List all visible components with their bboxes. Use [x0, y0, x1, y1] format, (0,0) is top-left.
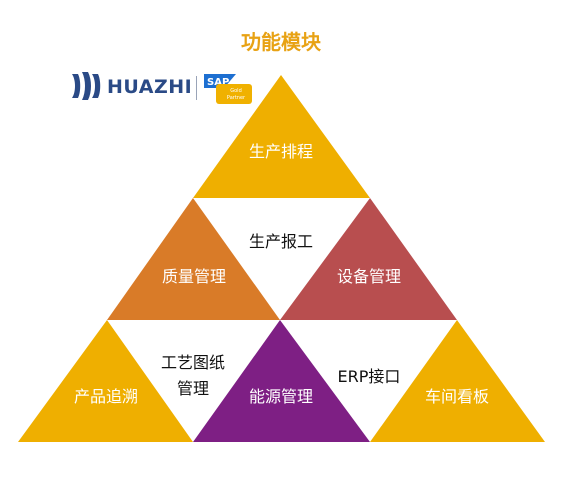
- module-bot-right-label: 车间看板: [424, 387, 489, 406]
- triangle-bot-right: [370, 320, 545, 442]
- module-bot-center-left-label-1: 工艺图纸: [160, 353, 225, 372]
- sap-gold-partner-badge: SAP Gold Partner: [204, 74, 252, 104]
- triangle-top: [193, 75, 370, 198]
- module-top-label: 生产排程: [248, 142, 313, 161]
- logo-brand-text: HUAZHI: [107, 76, 193, 98]
- module-mid-right-label: 设备管理: [336, 267, 401, 286]
- module-bot-center-left-label-2: 管理: [176, 379, 209, 398]
- triangle-mid-left: [107, 198, 280, 320]
- module-mid-left-label: 质量管理: [161, 267, 226, 286]
- huazhi-logo: HUAZHI SAP Gold Partner: [70, 70, 252, 110]
- module-mid-center-label: 生产报工: [248, 232, 313, 251]
- module-bot-center-label: 能源管理: [248, 387, 313, 406]
- huazhi-mark-icon: [72, 72, 101, 100]
- svg-text:SAP: SAP: [207, 77, 229, 88]
- module-bot-center-right-label: ERP接口: [337, 367, 401, 386]
- page-title: 功能模块: [241, 30, 321, 54]
- triangle-bot-left: [18, 320, 193, 442]
- svg-text:Partner: Partner: [227, 95, 246, 101]
- svg-text:Gold: Gold: [230, 88, 242, 94]
- triangle-mid-right: [280, 198, 457, 320]
- triangle-bot-center: [193, 320, 370, 442]
- logo-divider: [196, 76, 197, 100]
- module-bot-left-label: 产品追溯: [73, 387, 138, 406]
